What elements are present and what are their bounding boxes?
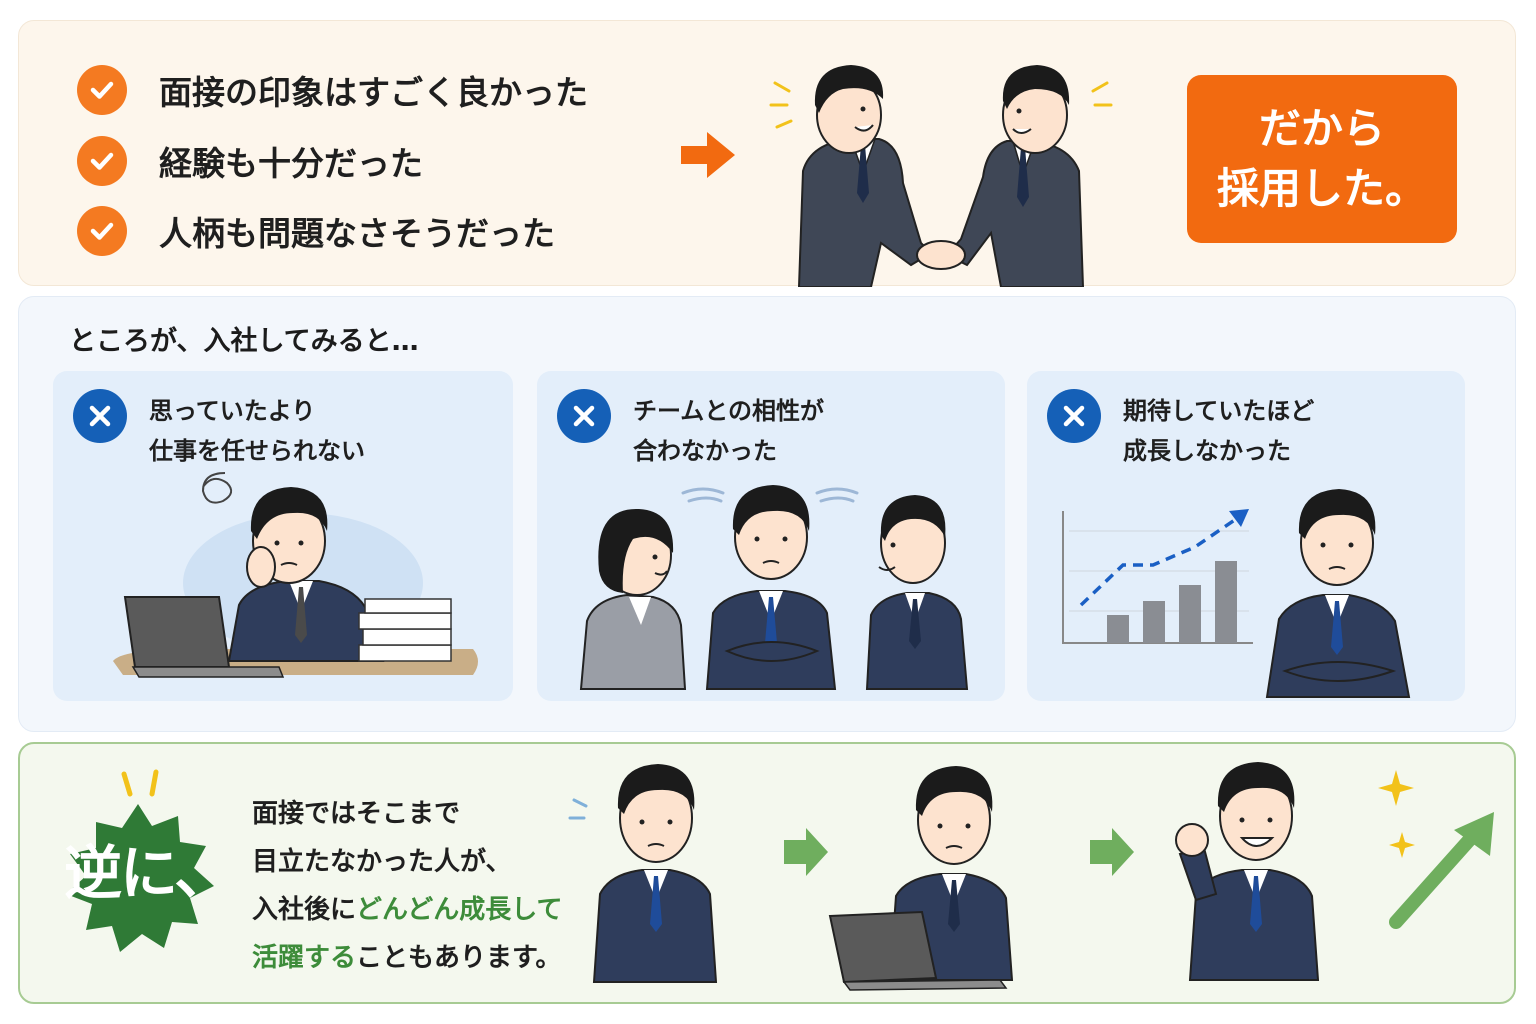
problem-text: 期待していたほど 成長しなかった bbox=[1123, 391, 1314, 471]
x-icon bbox=[557, 389, 611, 443]
checklist-item: 経験も十分だった bbox=[77, 136, 423, 186]
problem-line: 期待していたほど bbox=[1123, 397, 1315, 425]
checklist-text: 経験も十分だった bbox=[159, 144, 423, 183]
growth-sequence-illustration bbox=[568, 762, 1494, 991]
problem-text: 思っていたより 仕事を任せられない bbox=[149, 391, 365, 471]
check-icon bbox=[77, 206, 127, 256]
message-line: 活躍することもあります。 bbox=[252, 934, 562, 982]
x-icon bbox=[1047, 389, 1101, 443]
hiring-reasons-panel: 面接の印象はすごく良かった 経験も十分だった 人柄も問題なさそうだった bbox=[18, 20, 1516, 287]
growth-panel: 逆に、 面接ではそこまで 目立たなかった人が、 入社後にどんどん成長して 活躍す… bbox=[18, 742, 1516, 1004]
starburst-badge bbox=[66, 769, 214, 952]
result-line-1: だから bbox=[1258, 104, 1385, 153]
message-highlight: どんどん成長して bbox=[356, 895, 563, 925]
message-line: 目立たなかった人が、 bbox=[252, 847, 512, 877]
right-arrow-icon bbox=[681, 132, 735, 178]
message-line: 面接ではそこまで bbox=[252, 799, 461, 829]
message-text: 入社後に bbox=[252, 895, 357, 925]
hired-result-box: だから 採用した。 bbox=[1187, 75, 1457, 243]
checklist-text: 人柄も問題なさそうだった bbox=[159, 214, 555, 253]
section-heading: ところが、入社してみると… bbox=[69, 326, 419, 357]
result-line-2: 採用した。 bbox=[1216, 164, 1427, 213]
problem-line: 思っていたより bbox=[149, 397, 316, 425]
team-mismatch-illustration bbox=[579, 485, 969, 690]
problem-card: 期待していたほど 成長しなかった bbox=[1027, 371, 1465, 701]
problem-card: 思っていたより 仕事を任せられない bbox=[53, 371, 513, 701]
checklist-item: 人柄も問題なさそうだった bbox=[77, 206, 555, 256]
problem-line: 仕事を任せられない bbox=[149, 437, 365, 465]
message-line: 入社後にどんどん成長して bbox=[252, 886, 562, 934]
problem-line: 合わなかった bbox=[633, 437, 777, 465]
stalled-growth-illustration bbox=[1062, 489, 1411, 698]
problem-text: チームとの相性が 合わなかった bbox=[633, 391, 824, 471]
handshake-illustration bbox=[769, 65, 1113, 287]
check-icon bbox=[77, 136, 127, 186]
check-icon bbox=[77, 65, 127, 115]
overwhelmed-worker-illustration bbox=[113, 472, 478, 678]
problems-panel: ところが、入社してみると… bbox=[18, 296, 1516, 732]
problem-card: チームとの相性が 合わなかった bbox=[537, 371, 1005, 701]
problem-line: チームとの相性が bbox=[633, 397, 825, 425]
conversely-label: 逆に、 bbox=[64, 839, 232, 907]
x-icon bbox=[73, 389, 127, 443]
checklist-item: 面接の印象はすごく良かった bbox=[77, 65, 588, 115]
message-text: こともあります。 bbox=[356, 943, 562, 973]
growth-message: 面接ではそこまで 目立たなかった人が、 入社後にどんどん成長して 活躍することも… bbox=[252, 790, 562, 982]
checklist-text: 面接の印象はすごく良かった bbox=[159, 73, 588, 112]
message-highlight: 活躍する bbox=[252, 943, 357, 973]
problem-line: 成長しなかった bbox=[1123, 437, 1291, 465]
